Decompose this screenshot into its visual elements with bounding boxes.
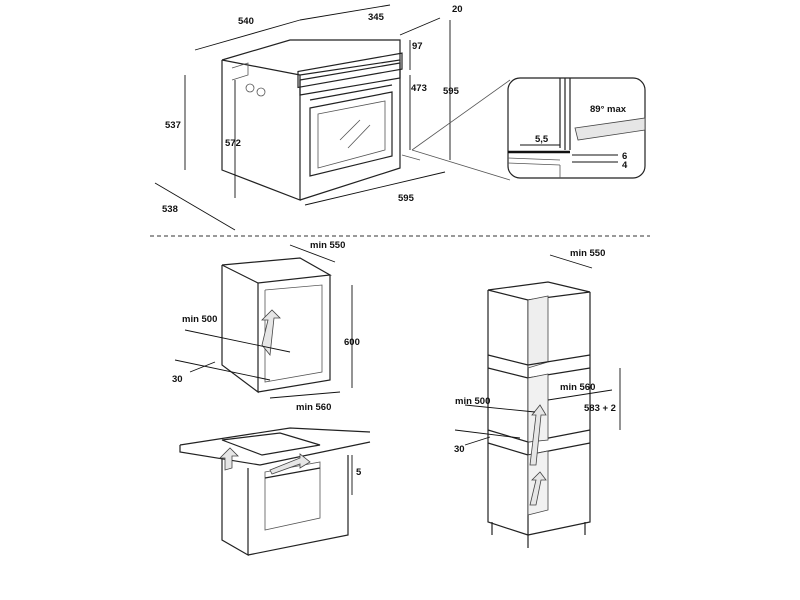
dim-width-top: 540 bbox=[238, 16, 254, 27]
dim-depth-front: 345 bbox=[368, 12, 385, 23]
uc-width: min 560 bbox=[296, 402, 331, 413]
hob-gap: 5 bbox=[356, 467, 362, 478]
dim-body-height: 572 bbox=[225, 138, 241, 149]
hinge-dim-4: 4 bbox=[622, 160, 628, 171]
dim-top-gap: 20 bbox=[452, 4, 463, 15]
dim-width-bottom: 595 bbox=[398, 193, 415, 204]
hob-oven-installation bbox=[179, 427, 371, 557]
uc-offset: 30 bbox=[172, 374, 183, 385]
dim-side-height: 537 bbox=[165, 120, 181, 131]
uc-depth: min 550 bbox=[310, 240, 345, 251]
dim-door-height: 473 bbox=[411, 83, 427, 94]
uc-height: 600 bbox=[344, 337, 360, 348]
hinge-gap: 5,5 bbox=[535, 134, 549, 145]
under-counter-cabinet bbox=[174, 244, 353, 399]
dim-panel-height: 97 bbox=[412, 41, 423, 52]
dim-depth-bottom: 538 bbox=[162, 204, 178, 215]
column-cabinet bbox=[454, 254, 621, 548]
uc-vent-depth: min 500 bbox=[182, 314, 217, 325]
col-vent-depth: min 500 bbox=[455, 396, 490, 407]
hinge-detail bbox=[507, 77, 646, 179]
col-offset: 30 bbox=[454, 444, 465, 455]
hinge-dim-6: 6 bbox=[622, 151, 627, 162]
oven-drawing bbox=[221, 39, 421, 201]
dim-total-height: 595 bbox=[443, 86, 460, 97]
oven-dimension-lines bbox=[154, 4, 511, 231]
col-niche-height: 583 + 2 bbox=[584, 403, 616, 414]
hinge-angle: 89° max bbox=[590, 104, 627, 115]
col-width: min 560 bbox=[560, 382, 595, 393]
col-depth: min 550 bbox=[570, 248, 605, 259]
